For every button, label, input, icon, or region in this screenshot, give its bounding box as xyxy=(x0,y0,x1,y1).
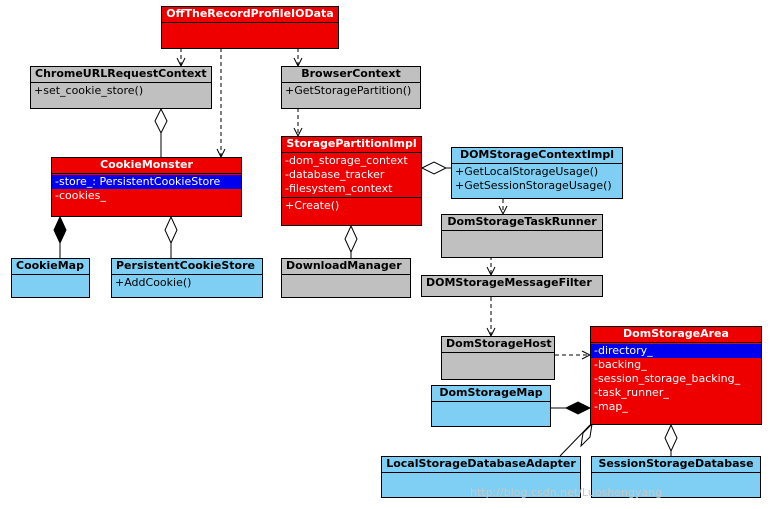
class-title: CookieMap xyxy=(12,259,89,275)
class-persistent-cookie-store: PersistentCookieStore +AddCookie() xyxy=(111,258,263,298)
class-local-storage-database-adapter: LocalStorageDatabaseAdapter xyxy=(381,456,581,498)
class-title: BrowserContext xyxy=(282,67,420,83)
operation: +GetLocalStorageUsage() xyxy=(455,165,599,178)
class-title: DOMStorageMessageFilter xyxy=(426,276,592,289)
aggregation-diamond-icon xyxy=(154,107,168,135)
class-operations: +GetStoragePartition() xyxy=(282,83,420,99)
operation: +set_cookie_store() xyxy=(34,84,144,97)
class-cookie-map: CookieMap xyxy=(11,258,90,298)
class-title: CookieMonster xyxy=(52,158,241,174)
class-operations: +Create() xyxy=(282,198,421,214)
aggregation-diamond-icon xyxy=(420,161,448,175)
class-operations: +AddCookie() xyxy=(112,275,262,291)
watermark: http://blog.csdn.net/Luoshengyang xyxy=(470,486,663,499)
class-title: OffTheRecordProfileIOData xyxy=(162,7,338,23)
class-title: DownloadManager xyxy=(282,259,410,275)
class-attributes: -dom_storage_context -database_tracker -… xyxy=(282,153,421,198)
class-operations: +set_cookie_store() xyxy=(31,83,211,99)
class-dom-storage-map: DomStorageMap xyxy=(431,385,551,427)
class-storage-partition-impl: StoragePartitionImpl -dom_storage_contex… xyxy=(281,136,422,226)
class-title: DomStorageHost xyxy=(442,337,554,353)
class-attributes: -store_: PersistentCookieStore -cookies_ xyxy=(52,174,241,204)
class-attributes: -directory_ -backing_ -session_storage_b… xyxy=(591,343,761,415)
attribute: -store_: PersistentCookieStore xyxy=(52,175,241,189)
class-cookie-monster: CookieMonster -store_: PersistentCookieS… xyxy=(51,157,242,217)
class-dom-storage-message-filter: DOMStorageMessageFilter xyxy=(421,275,603,297)
aggregation-diamond-icon xyxy=(580,422,593,448)
operation: +Create() xyxy=(285,199,340,212)
composition-diamond-icon xyxy=(564,401,592,415)
operation: +AddCookie() xyxy=(115,276,192,289)
aggregation-diamond-icon xyxy=(344,224,358,254)
operation: +GetSessionStorageUsage() xyxy=(455,179,612,192)
class-dom-storage-host: DomStorageHost xyxy=(441,336,555,380)
attribute: -database_tracker xyxy=(285,168,385,181)
class-dom-storage-context-impl: DOMStorageContextImpl +GetLocalStorageUs… xyxy=(451,147,623,199)
aggregation-diamond-icon xyxy=(664,423,678,453)
attribute: -filesystem_context xyxy=(285,182,393,195)
composition-diamond-icon xyxy=(53,215,67,245)
class-dom-storage-area: DomStorageArea -directory_ -backing_ -se… xyxy=(590,326,762,425)
attribute: -backing_ xyxy=(594,358,647,371)
class-title: LocalStorageDatabaseAdapter xyxy=(382,457,580,473)
attribute: -map_ xyxy=(594,400,628,413)
attribute: -session_storage_backing_ xyxy=(594,372,741,385)
class-title: DomStorageArea xyxy=(591,327,761,343)
class-title: ChromeURLRequestContext xyxy=(31,67,211,83)
attribute: -task_runner_ xyxy=(594,386,669,399)
class-off-the-record-profile-io-data: OffTheRecordProfileIOData xyxy=(161,6,339,49)
class-session-storage-database: SessionStorageDatabase xyxy=(591,456,761,498)
class-browser-context: BrowserContext +GetStoragePartition() xyxy=(281,66,421,109)
class-dom-storage-task-runner: DomStorageTaskRunner xyxy=(441,214,603,258)
class-chrome-url-request-context: ChromeURLRequestContext +set_cookie_stor… xyxy=(30,66,212,109)
class-title: StoragePartitionImpl xyxy=(282,137,421,153)
class-title: SessionStorageDatabase xyxy=(592,457,760,473)
aggregation-diamond-icon xyxy=(164,215,178,245)
attribute: -cookies_ xyxy=(55,189,106,202)
class-title: DomStorageMap xyxy=(432,386,550,402)
class-title: DomStorageTaskRunner xyxy=(442,215,602,231)
attribute: -dom_storage_context xyxy=(285,154,408,167)
attribute: -directory_ xyxy=(591,344,761,358)
class-operations: +GetLocalStorageUsage() +GetSessionStora… xyxy=(452,164,622,194)
class-title: PersistentCookieStore xyxy=(112,259,262,275)
class-download-manager: DownloadManager xyxy=(281,258,411,298)
class-title: DOMStorageContextImpl xyxy=(452,148,622,164)
operation: +GetStoragePartition() xyxy=(285,84,412,97)
